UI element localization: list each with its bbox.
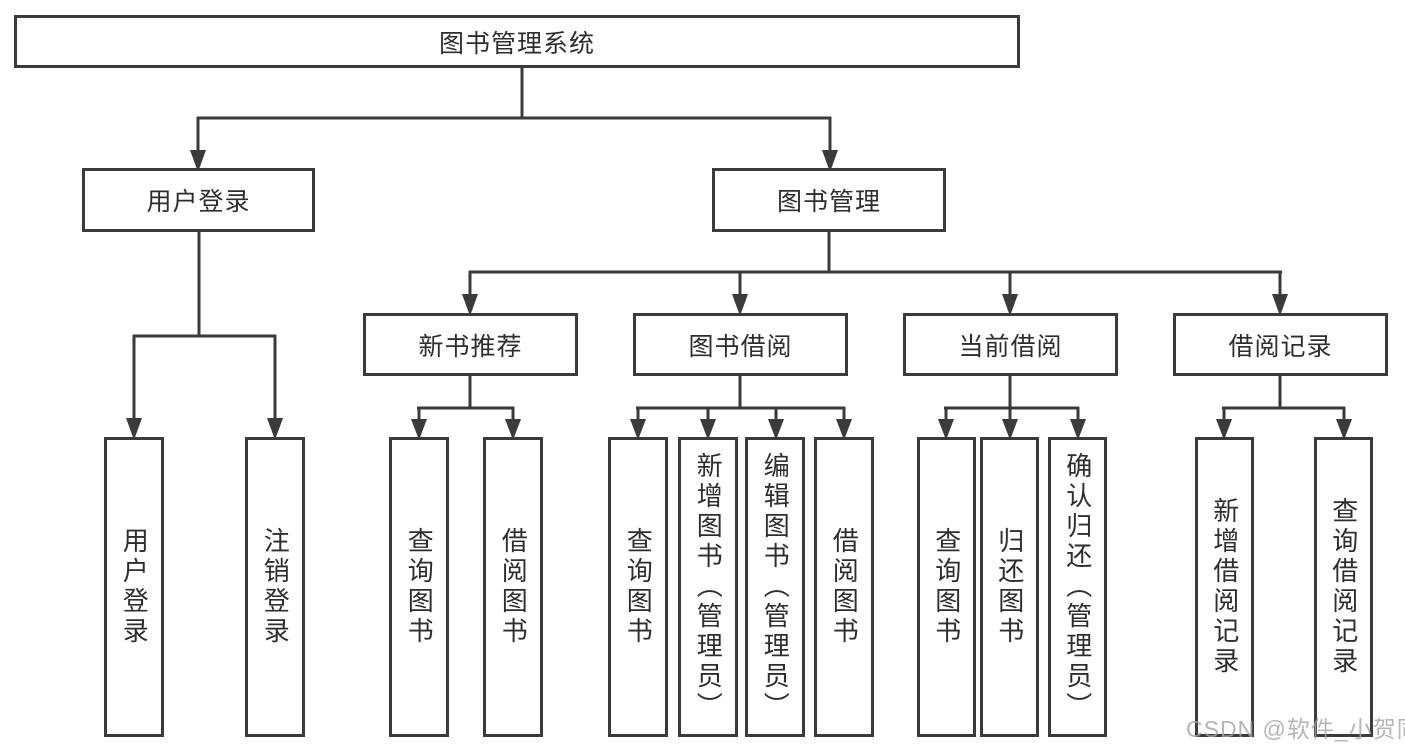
leaf-confirm-return-admin-label: 确认归还（管理员） — [1062, 452, 1093, 722]
node-current-borrowing: 当前借阅 — [903, 313, 1118, 376]
leaf-query-books-borrowing: 查询图书 — [608, 437, 668, 737]
leaf-add-borrow-record: 新增借阅记录 — [1195, 437, 1254, 737]
connectors-book-management-split — [462, 232, 1288, 316]
connectors-new-book-recommend-split — [411, 374, 521, 440]
node-book-borrowing-label: 图书借阅 — [688, 332, 793, 361]
node-borrow-records-label: 借阅记录 — [1228, 332, 1333, 361]
connectors-book-borrowing-split — [630, 374, 852, 440]
leaf-borrow-books-recommend: 借阅图书 — [483, 437, 543, 737]
leaf-borrow-books-borrowing: 借阅图书 — [814, 437, 874, 737]
leaf-edit-books-admin: 编辑图书（管理员） — [745, 437, 805, 737]
connectors-current-borrowing-split — [938, 374, 1086, 440]
connectors-root-split — [190, 66, 838, 172]
node-user-login-label: 用户登录 — [146, 188, 251, 216]
connectors-borrow-records-split — [1216, 374, 1352, 440]
leaf-add-books-admin-label: 新增图书（管理员） — [693, 452, 724, 722]
node-library-system: 图书管理系统 — [14, 15, 1020, 68]
connectors-user-login-split — [126, 230, 283, 440]
leaf-confirm-return-admin: 确认归还（管理员） — [1048, 437, 1107, 737]
leaf-logout-login: 注销登录 — [245, 437, 305, 737]
leaf-return-books-label: 归还图书 — [994, 527, 1025, 647]
leaf-query-books-borrowing-label: 查询图书 — [623, 527, 654, 647]
leaf-edit-books-admin-label: 编辑图书（管理员） — [760, 452, 791, 722]
node-new-book-recommend-label: 新书推荐 — [418, 332, 523, 361]
leaf-user-login-label: 用户登录 — [119, 527, 150, 647]
node-book-management: 图书管理 — [712, 168, 946, 232]
leaf-query-books-current-label: 查询图书 — [931, 527, 962, 647]
leaf-borrow-books-borrowing-label: 借阅图书 — [829, 527, 860, 647]
node-book-management-label: 图书管理 — [776, 188, 881, 216]
leaf-query-books-recommend-label: 查询图书 — [404, 527, 435, 647]
leaf-query-books-current: 查询图书 — [917, 437, 976, 737]
node-user-login: 用户登录 — [82, 168, 315, 232]
leaf-add-books-admin: 新增图书（管理员） — [678, 437, 738, 737]
node-library-system-label: 图书管理系统 — [438, 29, 595, 58]
node-borrow-records: 借阅记录 — [1173, 313, 1388, 376]
leaf-user-login: 用户登录 — [104, 437, 164, 737]
node-book-borrowing: 图书借阅 — [633, 313, 848, 376]
watermark-text: CSDN @软件_小贺同学 — [1186, 716, 1405, 742]
leaf-query-borrow-record-label: 查询借阅记录 — [1328, 497, 1359, 677]
leaf-return-books: 归还图书 — [980, 437, 1039, 737]
leaf-add-borrow-record-label: 新增借阅记录 — [1209, 497, 1240, 677]
leaf-borrow-books-recommend-label: 借阅图书 — [498, 527, 529, 647]
node-new-book-recommend: 新书推荐 — [363, 313, 578, 376]
leaf-query-books-recommend: 查询图书 — [389, 437, 449, 737]
leaf-query-borrow-record: 查询借阅记录 — [1314, 437, 1373, 737]
leaf-logout-login-label: 注销登录 — [260, 527, 291, 647]
node-current-borrowing-label: 当前借阅 — [958, 332, 1063, 361]
